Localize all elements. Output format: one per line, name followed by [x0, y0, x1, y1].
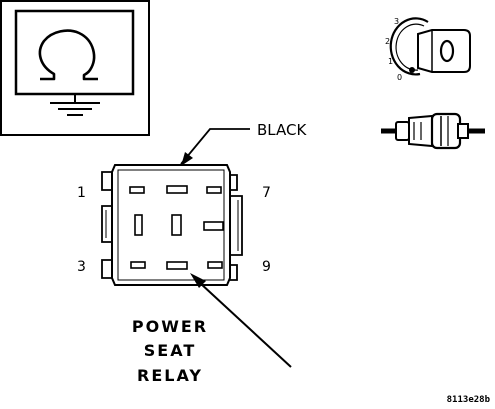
cavity-1 [129, 186, 145, 194]
component-name-line-2: SEAT [144, 341, 197, 360]
cavity-2 [134, 214, 143, 236]
component-name-line-3: RELAY [137, 366, 203, 385]
cavity-9 [207, 261, 223, 269]
pin-label-3: 3 [77, 259, 86, 275]
pin-label-9: 9 [262, 259, 271, 275]
component-name: POWER SEAT RELAY [132, 317, 208, 385]
ignition-position-3: 3 [394, 17, 399, 26]
cavity-5 [171, 214, 182, 236]
figure-id: 8113e28b [447, 395, 491, 405]
ignition-position-1: 1 [388, 57, 393, 66]
relay-connector [101, 164, 243, 286]
color-label-leader [180, 128, 250, 166]
pin-label-1: 1 [77, 185, 86, 201]
cavity-3 [130, 261, 146, 269]
cavity-8 [203, 221, 224, 231]
connector-color-label: BLACK [257, 121, 307, 139]
connected-connector-icon [381, 112, 485, 150]
ignition-position-0: 0 [397, 73, 402, 82]
ignition-position-2: 2 [385, 37, 390, 46]
cavity-7 [206, 186, 222, 194]
relay-leader-arrow [190, 273, 292, 368]
ohmmeter-ground-icon [0, 0, 150, 136]
component-name-line-1: POWER [132, 317, 208, 336]
pin-label-7: 7 [262, 185, 271, 201]
cavity-6 [166, 261, 188, 270]
ignition-switch-icon: 3 2 1 0 [385, 17, 471, 82]
cavity-4 [166, 185, 188, 194]
